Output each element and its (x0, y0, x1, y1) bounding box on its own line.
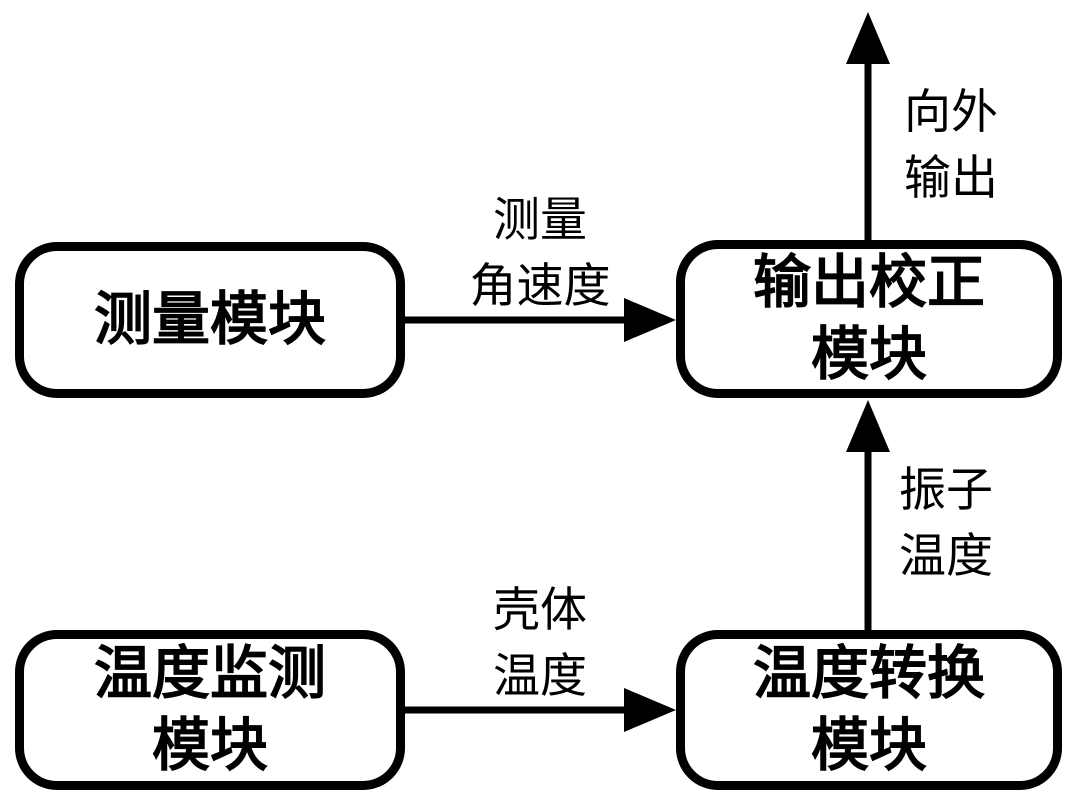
node-temperature-monitoring-label-line2: 模块 (151, 713, 268, 778)
edge-label-shell-temperature-line2: 温度 (493, 651, 587, 703)
node-temperature-conversion-label-line1: 温度转换 (752, 641, 985, 706)
edge-label-measured-angular-rate-line2: 角速度 (469, 261, 611, 313)
node-measurement-label: 测量模块 (93, 287, 326, 352)
arrow-shell-temperature (403, 688, 676, 732)
edge-label-external-output-line2: 输出 (904, 153, 998, 205)
edge-label-measured-angular-rate: 测量 角速度 (420, 188, 660, 320)
edge-label-external-output-line1: 向外 (904, 87, 998, 139)
arrow-measured-angular-rate-head (624, 298, 676, 342)
node-measurement-module: 测量模块 (15, 242, 405, 398)
edge-label-resonator-temperature: 振子 温度 (880, 458, 1012, 590)
edge-label-shell-temperature-line1: 壳体 (493, 585, 587, 637)
edge-label-resonator-temperature-line2: 温度 (899, 531, 993, 583)
node-output-correction-label-line2: 模块 (810, 322, 927, 387)
arrow-shell-temperature-head (624, 688, 676, 732)
arrow-resonator-temperature (846, 400, 890, 632)
node-output-correction-label-line1: 输出校正 (752, 250, 985, 315)
arrow-measured-angular-rate (403, 298, 676, 342)
node-output-correction-module: 输出校正 模块 (676, 240, 1062, 398)
node-temperature-conversion-module: 温度转换 模块 (676, 630, 1062, 790)
edge-label-resonator-temperature-line1: 振子 (899, 465, 993, 517)
edge-label-external-output: 向外 输出 (885, 80, 1017, 212)
node-temperature-monitoring-module: 温度监测 模块 (15, 630, 405, 790)
edge-label-shell-temperature: 壳体 温度 (420, 578, 660, 710)
node-temperature-conversion-label-line2: 模块 (810, 713, 927, 778)
arrow-external-output (846, 12, 890, 242)
arrow-external-output-head (846, 12, 890, 64)
edge-label-measured-angular-rate-line1: 测量 (493, 195, 587, 247)
node-temperature-monitoring-label-line1: 温度监测 (93, 641, 326, 706)
arrow-resonator-temperature-head (846, 400, 890, 452)
